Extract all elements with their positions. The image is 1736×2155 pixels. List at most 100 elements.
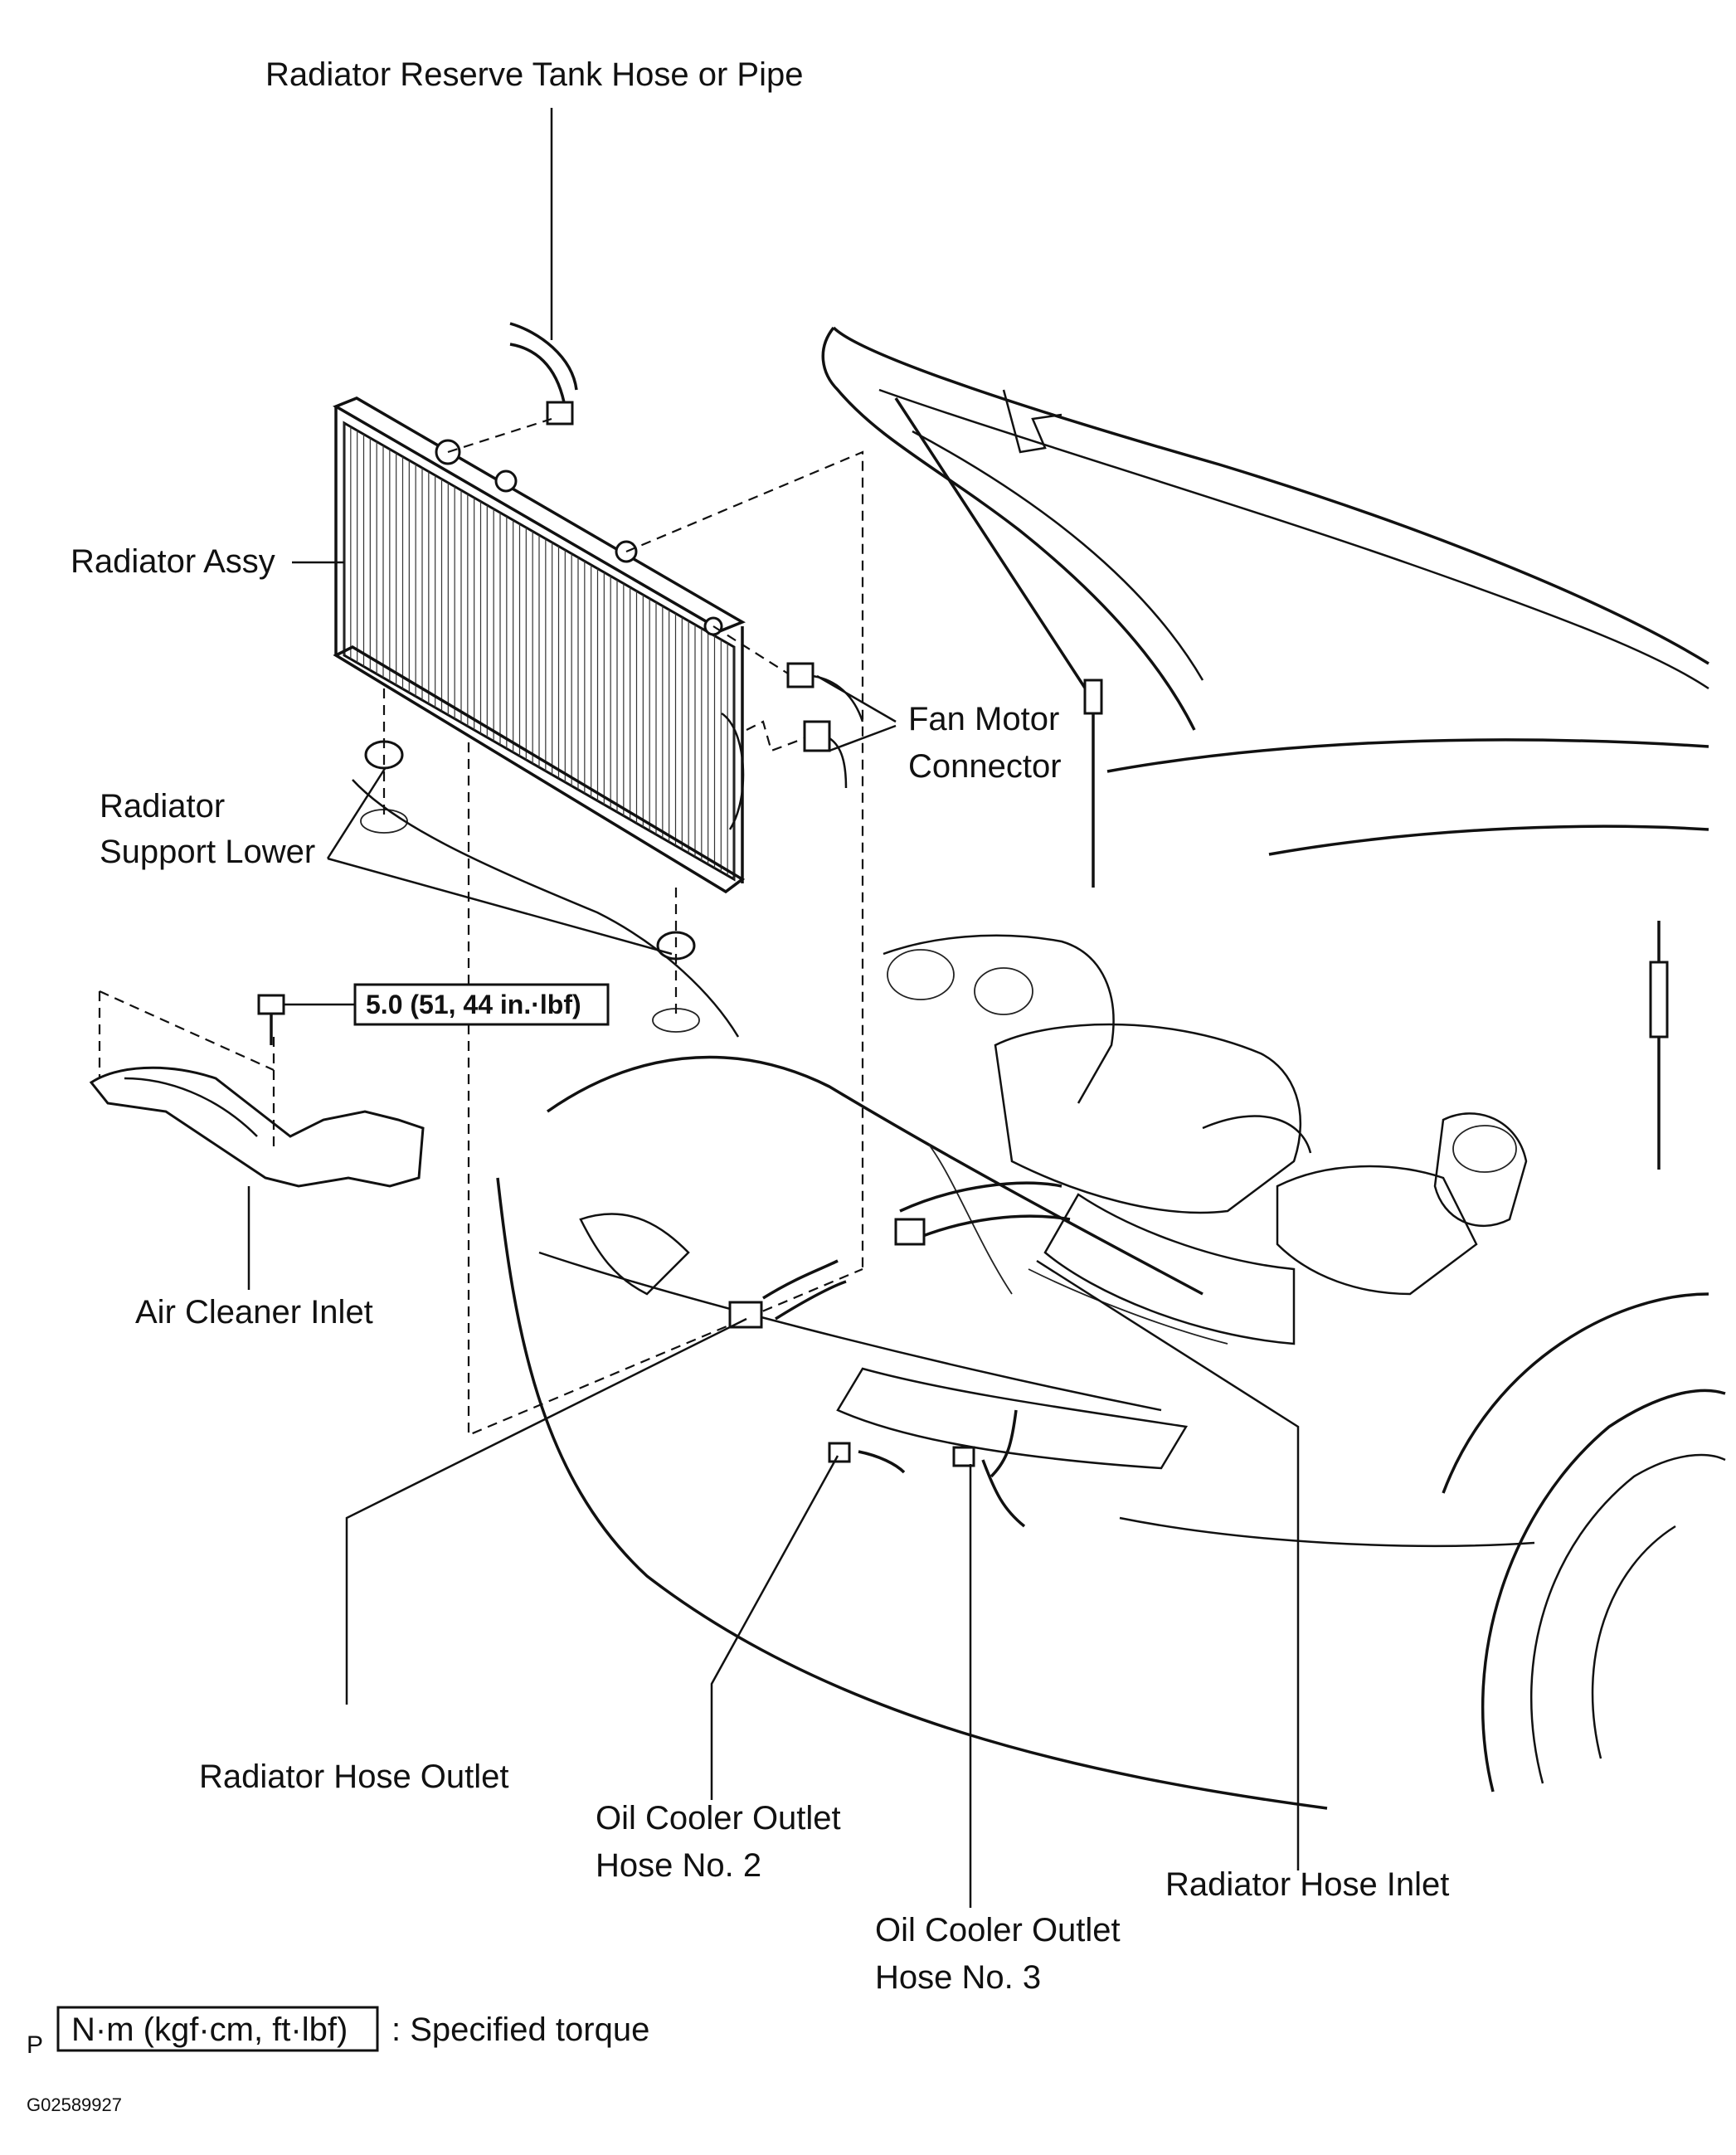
strut-end-left <box>1083 679 1103 715</box>
body-sill-line <box>1119 1516 1535 1547</box>
assembly-dashed-outline-left <box>467 742 863 1437</box>
label-support-lower-line1: Radiator <box>100 788 225 825</box>
tire-outer <box>1481 1389 1726 1793</box>
fan-connector-upper <box>786 662 815 688</box>
tire-inner <box>1529 1453 1726 1784</box>
hood-outline-left <box>821 326 1196 731</box>
label-oil-cooler-no2-line1: Oil Cooler Outlet <box>596 1800 841 1836</box>
headlamp-opening <box>836 1367 1189 1470</box>
leader-oil-cooler-no2 <box>710 1455 839 1800</box>
oil-cooler-no2-hose <box>858 1450 906 1474</box>
reserve-hose-lower <box>509 343 566 403</box>
engine-front-cover <box>1043 1193 1296 1345</box>
car-body-illustration <box>496 326 1726 1810</box>
air-cleaner-inlet-rib <box>124 1077 258 1137</box>
leader-lines <box>247 108 1300 1908</box>
brake-fluid-cap <box>974 967 1033 1015</box>
oil-cooler-no3-hose-b <box>990 1409 1018 1478</box>
radiator-assembly <box>333 396 746 894</box>
wheel-arch <box>1442 1292 1709 1494</box>
air-cleaner-guide-top <box>99 990 275 1072</box>
label-oil-cooler-no2-line2: Hose No. 2 <box>596 1847 761 1884</box>
torque-spec-box <box>353 983 610 1026</box>
leader-support-lower-1 <box>326 766 387 859</box>
oil-cooler-no3-hose-a <box>981 1459 1026 1528</box>
cowl-line <box>1268 825 1709 856</box>
radiator-outlet-hose-lower <box>775 1280 847 1321</box>
air-cleaner-inlet-part <box>89 990 425 1188</box>
upper-hose-curve <box>1202 1115 1312 1154</box>
legend-description: : Specified torque <box>391 2011 649 2048</box>
coolant-reservoir-cap <box>1452 1125 1517 1173</box>
fan-motor-connectors <box>712 625 864 789</box>
reserve-hose-upper <box>509 322 578 391</box>
leader-fan-motor-2 <box>829 724 897 752</box>
fan-connector-guide-1 <box>712 625 789 674</box>
label-radiator-hose-inlet: Radiator Hose Inlet <box>1165 1866 1449 1903</box>
fog-lamp-left <box>579 1213 690 1296</box>
hood-support-rod <box>894 397 1092 698</box>
oil-cooler-no3-clamp <box>952 1446 975 1467</box>
drain-fitting-top <box>494 469 518 493</box>
fan-connector-lower-wire <box>829 737 848 789</box>
label-air-cleaner-inlet: Air Cleaner Inlet <box>135 1294 373 1330</box>
radiator-outlet-hose-upper <box>762 1259 839 1300</box>
bumper-top-line <box>546 1055 1204 1296</box>
lower-bay-edge <box>1028 1268 1228 1345</box>
leader-support-lower-2 <box>327 857 673 956</box>
hood-inner-panel <box>878 388 1709 690</box>
hood-outline-outer <box>832 326 1709 665</box>
support-bracket-line <box>352 779 740 1038</box>
legend-prefix: P <box>27 2031 43 2059</box>
label-support-lower-line2: Support Lower <box>100 834 315 870</box>
coolant-reservoir <box>1433 1112 1528 1228</box>
reserve-hose-dashed-guide <box>447 417 552 454</box>
label-fan-motor-line1: Fan Motor <box>908 701 1059 737</box>
radiator-inlet-clamp <box>894 1218 926 1246</box>
oil-cooler-no2-clamp <box>828 1442 851 1463</box>
label-oil-cooler-no3-line2: Hose No. 3 <box>875 1959 1041 1996</box>
leader-fan-motor-1 <box>816 674 897 723</box>
label-radiator-assy: Radiator Assy <box>71 543 275 580</box>
reserve-tank-hose <box>447 322 578 454</box>
label-oil-cooler-no3-line1: Oil Cooler Outlet <box>875 1912 1121 1948</box>
radiator-inlet-hose-upper <box>899 1181 1063 1213</box>
fan-connector-guide-2 <box>746 720 805 752</box>
radiator-top-tank <box>333 396 746 632</box>
battery <box>1276 1165 1478 1296</box>
fan-connector-lower <box>803 720 831 752</box>
fan-shroud-edge <box>721 712 745 830</box>
leader-radiator-hose-inlet <box>1036 1259 1300 1870</box>
bumper-grille-line <box>538 1251 1162 1412</box>
bolt-head-icon <box>257 994 285 1015</box>
hood-latch <box>1002 389 1063 454</box>
assembly-dashed-outline-right <box>625 450 864 1269</box>
legend-unit-text: N·m (kgf·cm, ft·lbf) <box>71 2011 348 2048</box>
label-reserve-tank-hose: Radiator Reserve Tank Hose or Pipe <box>265 56 803 93</box>
wheel-rim <box>1591 1525 1676 1759</box>
hood-inner-rib <box>912 430 1204 681</box>
radiator-outlet-clamp <box>728 1301 763 1329</box>
leader-radiator-hose-outlet <box>345 1317 747 1705</box>
radiator-inlet-hose-lower <box>912 1214 1071 1242</box>
front-hoses <box>728 1181 1071 1528</box>
labels: Radiator Reserve Tank Hose or Pipe Radia… <box>71 56 1449 1996</box>
strut-body-right <box>1649 961 1669 1039</box>
label-fan-motor-line2: Connector <box>908 748 1062 785</box>
reserve-hose-clamp <box>546 401 574 426</box>
fender-line-upper <box>1106 738 1709 773</box>
bumper-lower-outline <box>496 1177 1328 1810</box>
label-radiator-hose-outlet: Radiator Hose Outlet <box>199 1759 509 1795</box>
torque-spec-value: 5.0 (51, 44 in.·lbf) <box>366 990 581 1019</box>
engine-block-top <box>994 1023 1301 1214</box>
radiator-support-lowers <box>352 688 740 1038</box>
legend-unit-box <box>56 2006 379 2052</box>
figure-code: G02589927 <box>27 2094 122 2115</box>
wiring-harness <box>928 1144 1013 1295</box>
radiator-fins <box>343 423 735 879</box>
torque-legend: P N·m (kgf·cm, ft·lbf) : Specified torqu… <box>27 2006 649 2115</box>
engine-bay-left-wall <box>883 934 1115 1104</box>
reservoir-cap <box>887 949 955 1000</box>
